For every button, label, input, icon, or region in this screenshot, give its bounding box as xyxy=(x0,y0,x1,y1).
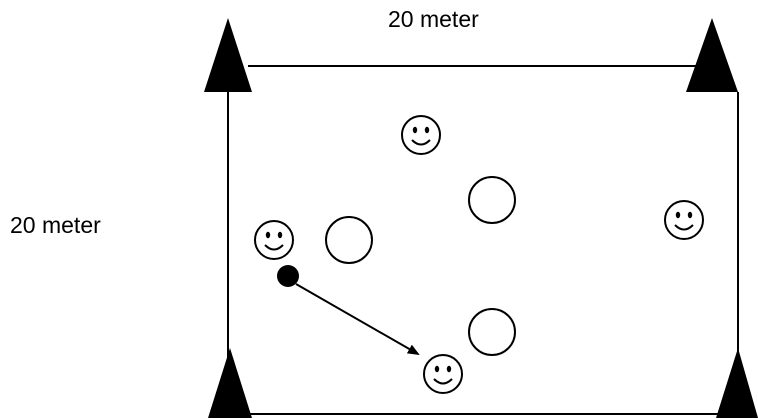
ball xyxy=(277,265,299,287)
cone-top-right xyxy=(686,18,738,92)
player-left xyxy=(254,220,294,260)
player-right xyxy=(664,200,704,240)
player-top xyxy=(401,115,441,155)
marker-2 xyxy=(468,176,516,224)
player-bottom xyxy=(423,354,463,394)
cone-bottom-left xyxy=(208,348,252,418)
cone-bottom-right xyxy=(716,348,758,418)
marker-1 xyxy=(325,216,373,264)
height-label: 20 meter xyxy=(10,212,101,238)
cone-top-left xyxy=(204,18,252,92)
pass-arrow xyxy=(295,283,420,355)
marker-3 xyxy=(468,308,516,356)
width-label: 20 meter xyxy=(388,6,479,32)
